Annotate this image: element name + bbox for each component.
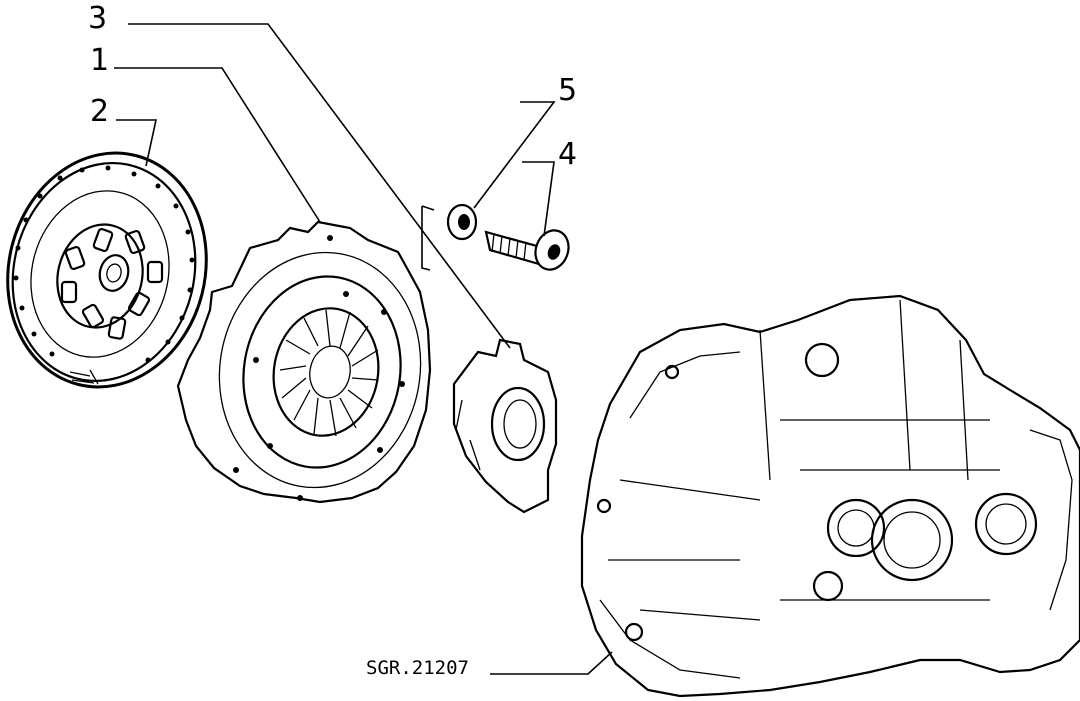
pressure-plate xyxy=(176,220,432,504)
callout-3: 3 xyxy=(88,1,107,36)
reference-code: SGR.21207 xyxy=(366,657,469,679)
release-bearing xyxy=(452,338,558,514)
gearbox-housing xyxy=(580,294,1080,698)
fastener-washer xyxy=(446,203,478,241)
callout-1: 1 xyxy=(90,43,109,78)
callout-2: 2 xyxy=(90,94,109,129)
callout-5: 5 xyxy=(558,73,577,108)
callout-4: 4 xyxy=(558,137,577,172)
clutch-disc xyxy=(6,151,208,389)
leader-lines xyxy=(114,23,613,675)
fastener-screw xyxy=(484,229,570,271)
